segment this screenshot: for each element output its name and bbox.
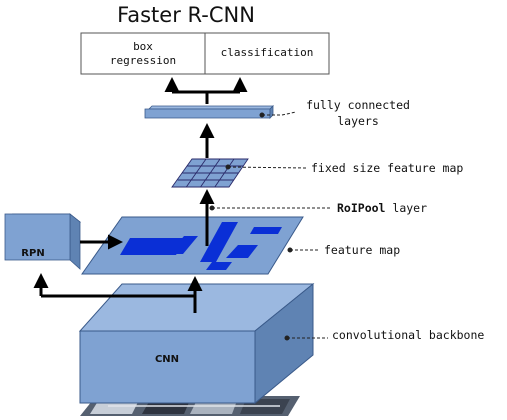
roipool-label: RoIPool layer: [337, 201, 427, 215]
roipool-label-rest: layer: [385, 201, 427, 215]
fixed-size-feature-map: [171, 158, 249, 188]
fixed-map-label: fixed size feature map: [311, 161, 463, 175]
region-proposals: [120, 222, 282, 270]
box-regression-label-line1: box: [133, 40, 153, 53]
rpn-label: RPN: [21, 248, 44, 259]
roipool-label-bold: RoIPool: [337, 201, 386, 215]
cnn-label: CNN: [155, 354, 179, 365]
fc-to-outputs-arrow: [164, 77, 248, 104]
fc-label-line1: fully connected: [306, 98, 410, 112]
fc-label-line2: layers: [337, 114, 379, 128]
annotation-leaders: [209, 111, 332, 341]
classification-box: [204, 32, 330, 75]
backbone-label: convolutional backbone: [332, 328, 484, 342]
feature-map-label: feature map: [324, 243, 400, 257]
feature-map-plane: [81, 216, 304, 275]
fully-connected-layers: [144, 105, 274, 119]
box-regression-box: [80, 32, 206, 75]
cnn-output-arrows: [33, 273, 203, 313]
output-boxes: box regression classification: [80, 32, 330, 75]
diagram-title: Faster R-CNN: [117, 3, 255, 27]
rpn-block: RPN: [4, 213, 82, 270]
box-regression-label-line2: regression: [110, 54, 176, 67]
classification-label: classification: [221, 46, 314, 59]
